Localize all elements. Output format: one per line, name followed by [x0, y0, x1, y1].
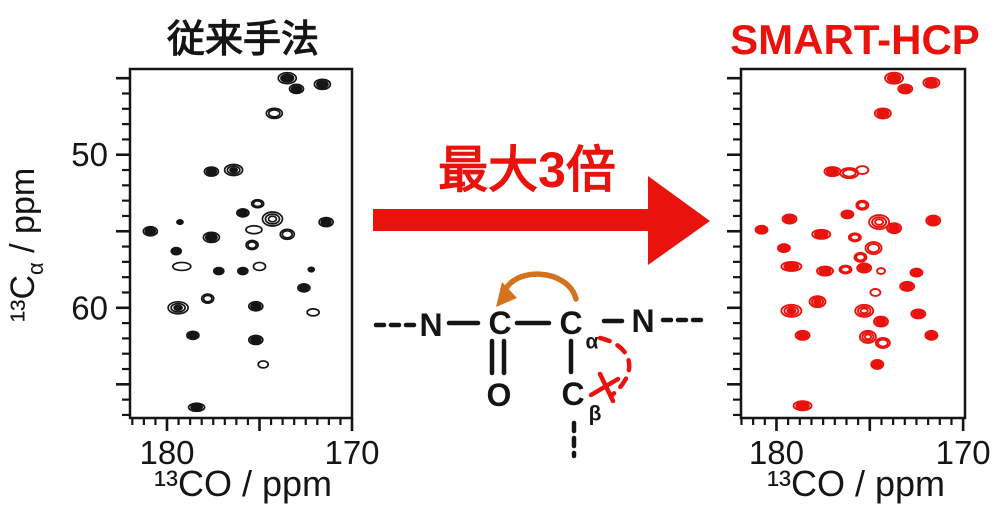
nitrogen-right-label: N [631, 303, 654, 339]
right-panel-title: SMART-HCP [730, 16, 980, 63]
transfer-arrow-arc [501, 271, 579, 302]
right-arrow-icon [373, 176, 710, 265]
enhancement-annotation: 最大3倍 [373, 142, 710, 265]
svg-text:60: 60 [71, 289, 108, 326]
yaxis-label-prefix: ¹³C [4, 275, 42, 322]
right-xaxis-label: ¹³CO / ppm [767, 463, 945, 504]
carbonyl-carbon-label: C [488, 305, 511, 341]
svg-text:170: 170 [324, 434, 379, 471]
beta-carbon-label: C [561, 376, 584, 412]
right-axis-ticks [727, 76, 965, 431]
svg-text:170: 170 [936, 434, 991, 471]
yaxis-label-suffix: / ppm [4, 168, 42, 262]
right-axis-tick-labels: 180 170 [749, 434, 991, 471]
left-spectrum-contour-peaks [142, 71, 334, 413]
svg-text:50: 50 [71, 136, 108, 173]
left-xaxis-label: ¹³CO / ppm [154, 463, 332, 504]
yaxis-label-subscript: α [23, 262, 48, 275]
alpha-carbon-label: C [559, 305, 582, 341]
alpha-subscript: α [586, 331, 599, 354]
right-spectrum-contour-peaks [754, 71, 942, 412]
blocked-pathway-arc [597, 335, 632, 398]
left-plot-frame [128, 67, 354, 420]
right-plot-frame [739, 67, 967, 420]
arrow-label: 最大3倍 [438, 142, 616, 198]
left-panel-title: 従来手法 [166, 19, 319, 61]
conventional-spectrum-panel: 従来手法 180 170 50 60 ¹³CO / ppm ¹³Cα / ppm [4, 19, 380, 504]
left-axis-ticks [116, 76, 354, 431]
nitrogen-left-label: N [419, 307, 442, 343]
oxygen-label: O [487, 377, 512, 413]
left-axis-tick-labels: 180 170 50 60 [71, 136, 379, 471]
smart-hcp-spectrum-panel: SMART-HCP 180 170 ¹³CO / ppm [727, 16, 991, 504]
peptide-backbone-structure: N C O C α N C β [373, 271, 704, 459]
cross-mark-stroke-2 [597, 371, 616, 404]
svg-text:180: 180 [139, 434, 194, 471]
beta-subscript: β [589, 403, 602, 426]
yaxis-label: ¹³Cα / ppm [4, 168, 48, 322]
svg-text:180: 180 [749, 434, 804, 471]
transfer-arrow-head-icon [496, 282, 517, 307]
